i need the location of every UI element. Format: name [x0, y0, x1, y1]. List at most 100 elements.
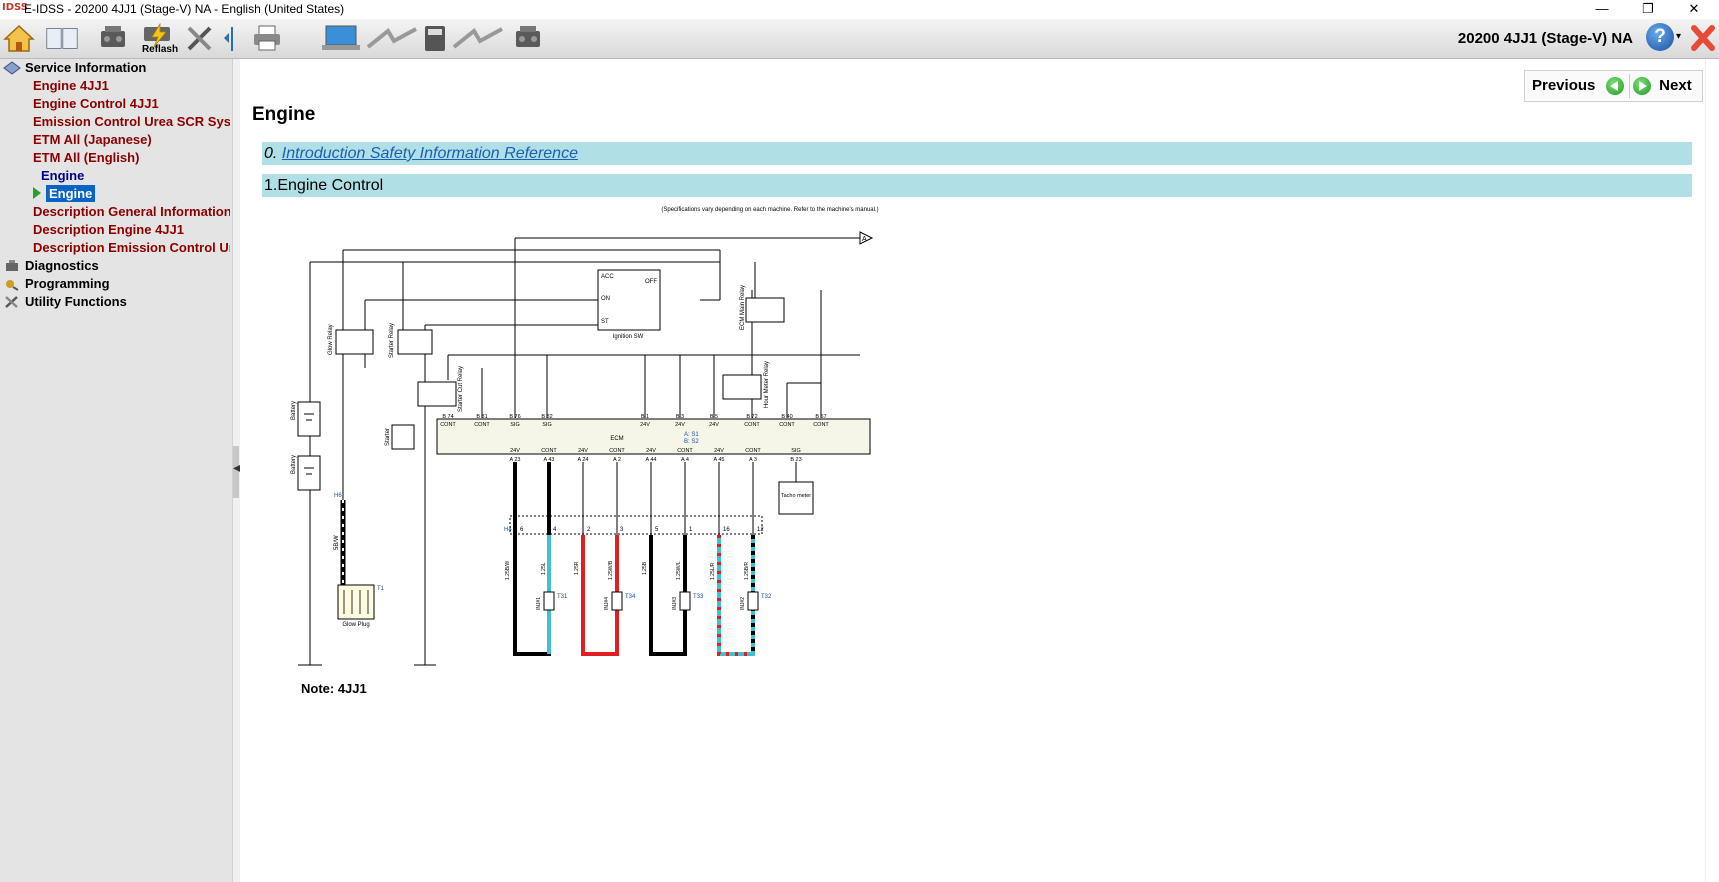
svg-text:CONT: CONT	[440, 422, 456, 428]
svg-text:1.25W/L: 1.25W/L	[676, 561, 682, 580]
note-text: Note: 4JJ1	[301, 681, 367, 696]
spec-note: (Specifications vary depending on each m…	[661, 207, 878, 213]
diagnostics-icon	[6, 260, 18, 271]
svg-text:24V: 24V	[675, 422, 685, 428]
battery-2	[297, 455, 321, 491]
tools-icon[interactable]	[184, 23, 216, 53]
tree-item-diagnostics[interactable]: Diagnostics	[25, 258, 99, 273]
wiring-diagram: (Specifications vary depending on each m…	[291, 207, 879, 666]
ecm-main-relay	[745, 297, 785, 323]
glow-wire-label: 5B/W	[334, 535, 340, 550]
tree-item-engine-control-4jj1[interactable]: Engine Control 4JJ1	[33, 96, 159, 111]
svg-text:INJ#3: INJ#3	[672, 597, 678, 610]
manual-book-icon[interactable]	[46, 23, 78, 53]
previous-button[interactable]: Previous	[1532, 71, 1624, 101]
tacho-label: Tacho meter	[781, 493, 811, 499]
svg-text:CONT: CONT	[744, 422, 760, 428]
model-label: 20200 4JJ1 (Stage-V) NA	[1457, 30, 1633, 47]
svg-text:SIG: SIG	[542, 422, 551, 428]
engine-icon[interactable]	[97, 23, 129, 53]
svg-text:B 74: B 74	[442, 414, 453, 420]
tree-item-etm-english[interactable]: ETM All (English)	[33, 150, 140, 165]
svg-text:B 82: B 82	[541, 414, 552, 420]
svg-text:A 4: A 4	[681, 457, 689, 463]
svg-text:24V: 24V	[714, 448, 724, 454]
previous-arrow-icon	[1605, 77, 1624, 96]
exit-icon[interactable]	[1690, 24, 1716, 52]
home-icon[interactable]	[3, 23, 35, 53]
tree-item-description-emission[interactable]: Description Emission Control Urea	[33, 240, 230, 255]
svg-text:4: 4	[553, 527, 557, 533]
help-dropdown-icon[interactable]: ▾	[1676, 31, 1682, 42]
injector-1: INJ#1 T31 1.25B/W 1.25L	[505, 561, 568, 611]
tree-item-etm-japanese[interactable]: ETM All (Japanese)	[33, 132, 152, 147]
arrow-a-label: A	[862, 236, 867, 243]
svg-text:INJ#2: INJ#2	[740, 597, 746, 610]
reflash-icon[interactable]: Reflash	[140, 23, 180, 53]
tree-item-service-information[interactable]: Service Information	[25, 60, 147, 75]
svg-text:A 45: A 45	[713, 457, 724, 463]
close-window-button[interactable]: ✕	[1688, 1, 1700, 16]
tree-item-emission-control[interactable]: Emission Control Urea SCR System	[33, 114, 230, 129]
ign-on-label: ON	[601, 296, 610, 302]
ecm-b-label: B: S2	[684, 439, 699, 445]
tree-item-description-general[interactable]: Description General Information	[33, 204, 230, 219]
minimize-button[interactable]: —	[1595, 1, 1609, 16]
svg-text:A 43: A 43	[543, 457, 554, 463]
svg-text:24V: 24V	[646, 448, 656, 454]
svg-text:T33: T33	[693, 594, 704, 600]
svg-text:B 23: B 23	[790, 457, 801, 463]
glow-plug	[337, 584, 375, 620]
tree-item-programming[interactable]: Programming	[25, 276, 110, 291]
svg-text:T34: T34	[625, 594, 636, 600]
introduction-link[interactable]: Introduction Safety Information Referenc…	[281, 145, 578, 162]
print-icon[interactable]	[251, 23, 283, 53]
connection-line-icon	[366, 27, 417, 49]
app-logo: IDSS	[2, 2, 28, 13]
svg-text:T31: T31	[557, 594, 568, 600]
splitter-grip[interactable]	[233, 446, 239, 498]
svg-text:CONT: CONT	[745, 448, 761, 454]
svg-text:1.25B: 1.25B	[642, 561, 648, 575]
svg-text:24V: 24V	[510, 448, 520, 454]
tree-item-engine-selected[interactable]: Engine	[46, 185, 96, 202]
svg-text:1.25L/R: 1.25L/R	[710, 562, 716, 580]
svg-text:1.25L: 1.25L	[541, 562, 547, 575]
ecm-block	[436, 418, 871, 455]
restore-button[interactable]: ❐	[1642, 1, 1654, 16]
svg-text:1: 1	[689, 527, 693, 533]
help-icon[interactable]: ?	[1646, 23, 1674, 51]
svg-text:6: 6	[520, 527, 524, 533]
svg-text:A 24: A 24	[577, 457, 588, 463]
interface-device-icon[interactable]	[422, 23, 448, 53]
next-button[interactable]: Next	[1633, 71, 1692, 101]
laptop-icon[interactable]	[320, 23, 362, 53]
tree-item-engine-folder[interactable]: Engine	[41, 168, 85, 183]
starter	[391, 424, 415, 450]
vertical-scrollbar[interactable]	[1705, 59, 1719, 882]
injector-3: INJ#3 T33 1.25B 1.25W/L	[642, 561, 704, 611]
svg-text:B 72: B 72	[746, 414, 757, 420]
window-title: E-IDSS - 20200 4JJ1 (Stage-V) NA - Engli…	[24, 2, 345, 16]
starter-cut-relay	[417, 381, 457, 407]
tree-item-engine-4jj1[interactable]: Engine 4JJ1	[33, 78, 109, 93]
svg-text:H4: H4	[504, 527, 512, 533]
hour-meter-relay-label: Hour Meter Relay	[764, 361, 770, 408]
machine-engine-icon[interactable]	[512, 23, 544, 53]
arrow-separator-icon	[224, 27, 233, 51]
svg-text:B 40: B 40	[781, 414, 792, 420]
collapse-left-icon[interactable]: ◀	[233, 463, 241, 474]
svg-text:CONT: CONT	[677, 448, 693, 454]
tree-item-utility-functions[interactable]: Utility Functions	[25, 294, 127, 309]
ign-st-label: ST	[601, 319, 609, 325]
connection-line-icon-2	[452, 27, 503, 49]
svg-text:5: 5	[655, 527, 659, 533]
glow-relay-label: Glow Relay	[328, 324, 334, 355]
nav-divider	[1629, 74, 1630, 98]
svg-text:1.25B/R: 1.25B/R	[744, 562, 750, 580]
starter-cut-relay-label: Starter Cut Relay	[458, 366, 464, 412]
svg-text:B 76: B 76	[509, 414, 520, 420]
section-introduction: 0. Introduction Safety Information Refer…	[262, 142, 1692, 165]
svg-text:A 23: A 23	[509, 457, 520, 463]
tree-item-description-engine[interactable]: Description Engine 4JJ1	[33, 222, 184, 237]
